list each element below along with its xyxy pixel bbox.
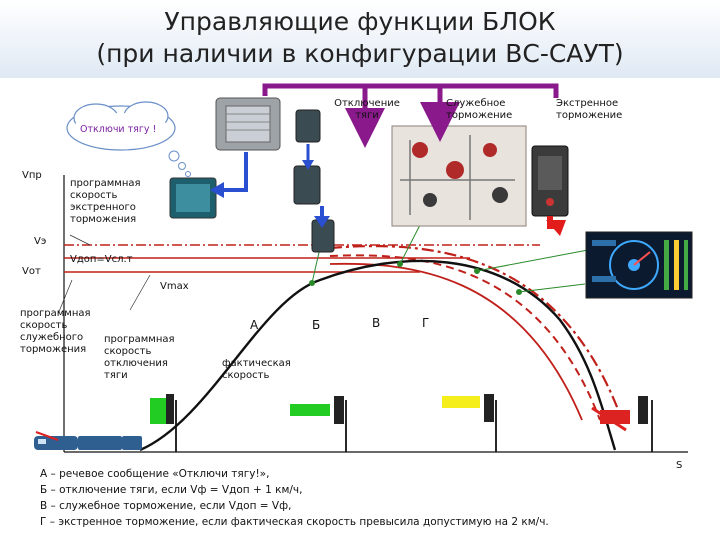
notes-block: А – речевое сообщение «Отключи тягу!», Б… [40,466,549,530]
connector-a [311,247,321,284]
point-v-label: В [372,316,381,330]
brake-control-cabinet [215,97,281,151]
label-emergency-brake: Экстренное торможение [556,98,623,121]
point-a-label: А [250,318,259,332]
purple-connector-top [262,83,559,98]
connector-v [476,249,589,272]
connector-b [399,224,421,265]
axis-s: S [676,460,683,471]
pneumatic-panel [391,125,527,227]
point-b-label: Б [312,318,321,332]
label-service-program-speed: программная скорость служебного торможен… [20,308,91,355]
service-brake-curve [329,254,601,421]
signal-1 [150,394,177,452]
cloud-message: Отключи тягу ! [80,124,157,135]
axis-v-dop: Vдоп=Vсл.т [70,254,133,265]
header-band [0,0,720,78]
blue-arrow-display [222,152,248,192]
emergency-valve [531,145,569,217]
driver-display-unit [169,177,217,219]
axis-v-pr: Vпр [22,170,42,181]
label-actual-speed: фактическая скорость [222,358,291,381]
note-a: А – речевое сообщение «Отключи тягу!», [40,468,270,480]
title-line-2: (при наличии в конфигурации ВС-САУТ) [96,39,624,68]
signal-2 [290,396,347,452]
note-b: Б – отключение тяги, если Vф = Vдоп + 1 … [40,484,303,496]
signal-3 [442,394,497,452]
label-emergency-program-speed: программная скорость экстренного торможе… [70,178,141,225]
axis-v-max: Vmax [160,281,189,292]
label-traction-off: Отключение тяги [334,98,400,121]
page-title: Управляющие функции БЛОК (при наличии в … [0,6,720,70]
emergency-brake-curve [329,244,624,421]
cab-dashboard-display [585,231,693,299]
speech-cloud [66,101,191,177]
relay-valve-2 [293,165,321,205]
label-service-brake: Служебное торможение [446,98,513,121]
label-traction-program-speed: программная скорость отключения тяги [104,334,175,381]
train [34,431,142,450]
connector-g [518,283,586,293]
title-line-1: Управляющие функции БЛОК [164,7,556,36]
actual-speed-curve [139,259,617,452]
traction-off-curve [329,262,583,421]
point-g-label: Г [422,316,430,330]
note-v: В – служебное торможение, если Vдоп = Vф… [40,500,292,512]
axis-v-ot: Vот [22,266,41,277]
axis-v-e: Vэ [34,236,47,247]
relay-valve-1 [295,109,321,143]
note-g: Г – экстренное торможение, если фактичес… [40,516,549,528]
signal-4 [591,396,653,452]
